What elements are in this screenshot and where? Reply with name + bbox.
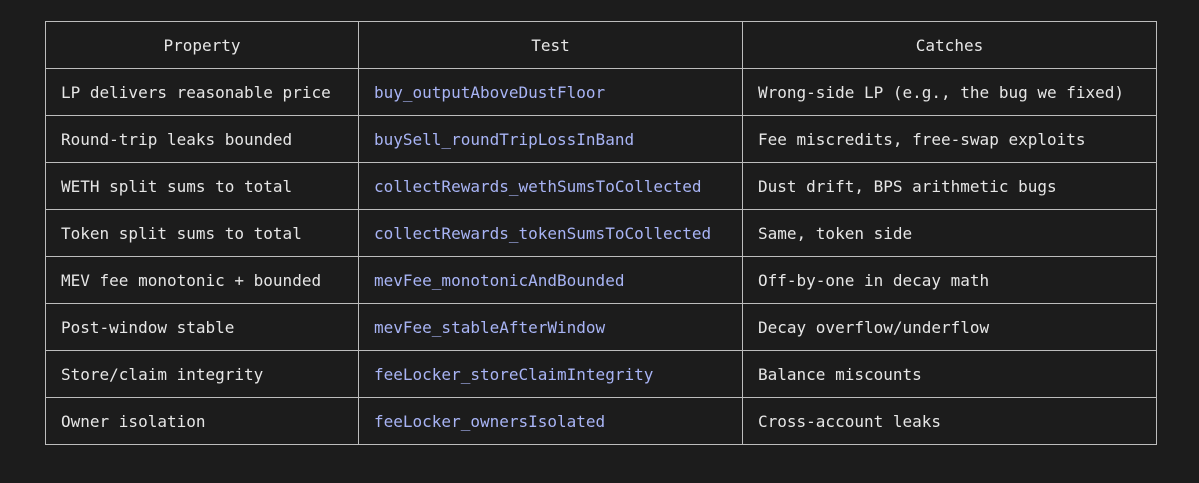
table-row: Token split sums to total collectRewards… — [45, 209, 1157, 257]
test-name-cell: collectRewards_wethSumsToCollected — [358, 162, 743, 210]
test-name-cell: collectRewards_tokenSumsToCollected — [358, 209, 743, 257]
property-cell: Owner isolation — [45, 397, 359, 445]
table-row: Post-window stable mevFee_stableAfterWin… — [45, 303, 1157, 351]
property-cell: Post-window stable — [45, 303, 359, 351]
test-name-cell: mevFee_monotonicAndBounded — [358, 256, 743, 304]
table-row: MEV fee monotonic + bounded mevFee_monot… — [45, 256, 1157, 304]
header-property: Property — [45, 21, 359, 69]
property-cell: MEV fee monotonic + bounded — [45, 256, 359, 304]
property-cell: Store/claim integrity — [45, 350, 359, 398]
catches-cell: Dust drift, BPS arithmetic bugs — [742, 162, 1157, 210]
table-row: LP delivers reasonable price buy_outputA… — [45, 68, 1157, 116]
catches-cell: Decay overflow/underflow — [742, 303, 1157, 351]
catches-cell: Balance miscounts — [742, 350, 1157, 398]
properties-table: Property Test Catches LP delivers reason… — [45, 21, 1157, 445]
test-name-cell: buy_outputAboveDustFloor — [358, 68, 743, 116]
table-header-row: Property Test Catches — [45, 21, 1157, 69]
catches-cell: Fee miscredits, free-swap exploits — [742, 115, 1157, 163]
property-cell: Token split sums to total — [45, 209, 359, 257]
table-row: WETH split sums to total collectRewards_… — [45, 162, 1157, 210]
table-row: Owner isolation feeLocker_ownersIsolated… — [45, 397, 1157, 445]
test-name-cell: feeLocker_ownersIsolated — [358, 397, 743, 445]
catches-cell: Same, token side — [742, 209, 1157, 257]
property-cell: WETH split sums to total — [45, 162, 359, 210]
test-name-cell: mevFee_stableAfterWindow — [358, 303, 743, 351]
catches-cell: Cross-account leaks — [742, 397, 1157, 445]
table-row: Store/claim integrity feeLocker_storeCla… — [45, 350, 1157, 398]
catches-cell: Wrong-side LP (e.g., the bug we fixed) — [742, 68, 1157, 116]
property-cell: LP delivers reasonable price — [45, 68, 359, 116]
test-name-cell: feeLocker_storeClaimIntegrity — [358, 350, 743, 398]
header-test: Test — [358, 21, 743, 69]
property-cell: Round-trip leaks bounded — [45, 115, 359, 163]
catches-cell: Off-by-one in decay math — [742, 256, 1157, 304]
header-catches: Catches — [742, 21, 1157, 69]
table-row: Round-trip leaks bounded buySell_roundTr… — [45, 115, 1157, 163]
test-name-cell: buySell_roundTripLossInBand — [358, 115, 743, 163]
